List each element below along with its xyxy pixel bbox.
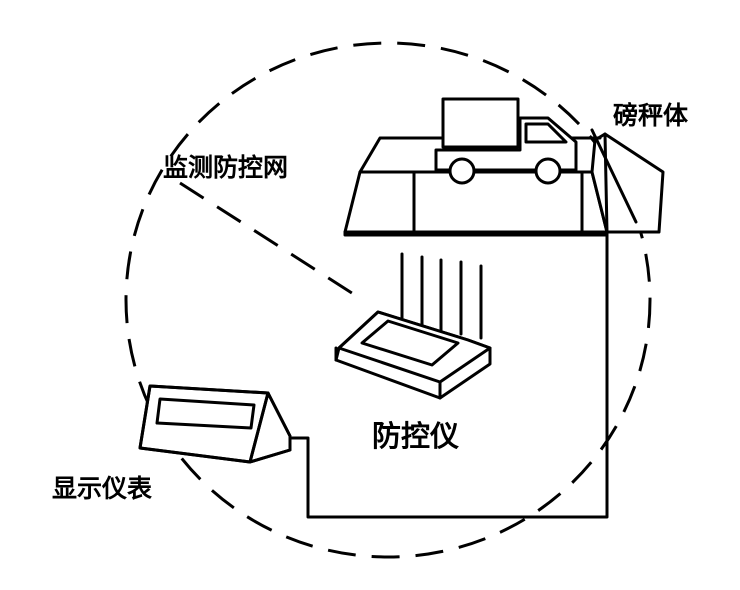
monitoring-network-ring	[124, 41, 652, 559]
monitoring-network-label: 监测防控网	[163, 153, 289, 182]
signal-cable	[288, 230, 609, 519]
display-instrument-label: 显示仪表	[52, 474, 153, 503]
display-instrument-device	[138, 384, 292, 464]
controller-label: 防控仪	[372, 419, 460, 453]
weighbridge-label: 磅秤体	[613, 101, 689, 130]
truck	[434, 97, 578, 185]
controller-device	[334, 252, 492, 400]
monitoring-network-pointer	[179, 181, 356, 297]
